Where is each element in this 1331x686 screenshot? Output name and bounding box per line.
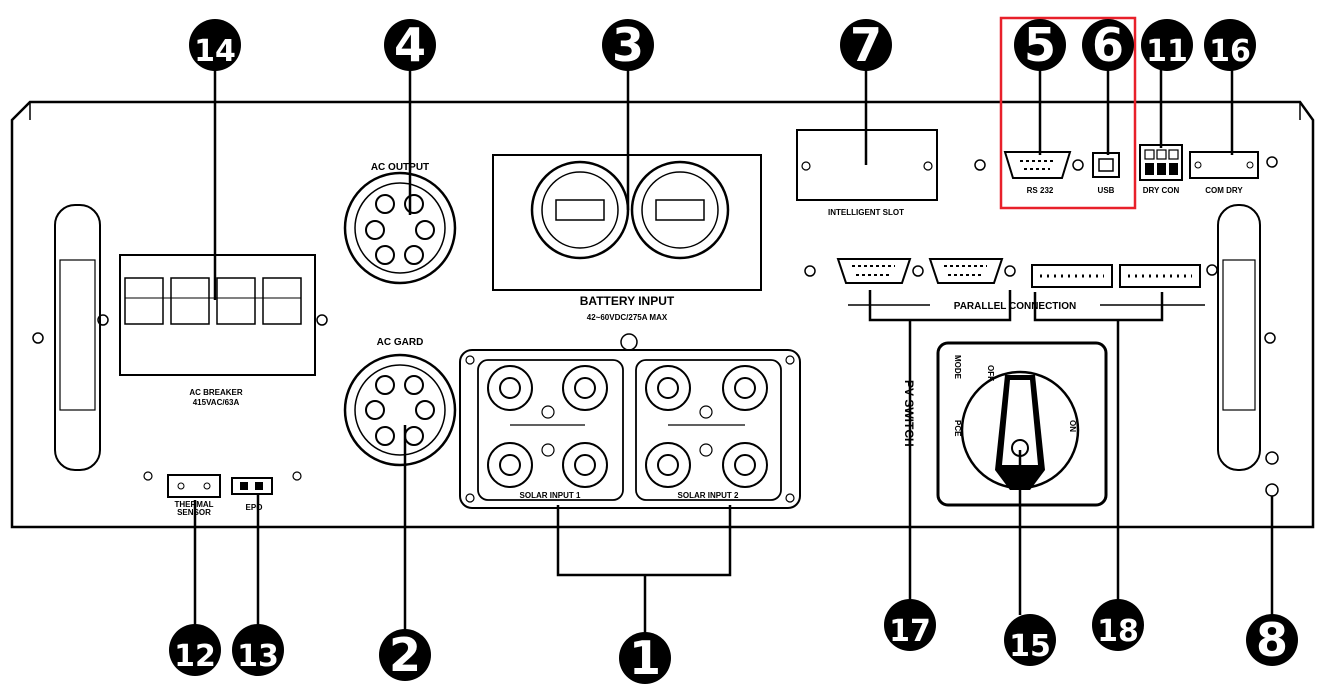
- dry-con-label: DRY CON: [1143, 186, 1180, 195]
- callout-2: 2: [379, 628, 431, 682]
- usb-port: USB: [1092, 152, 1120, 195]
- rs232-label: RS 232: [1027, 186, 1054, 195]
- callouts: 14 4 3 7 5 6 11 16 12 13 2 1 17 15 18 8: [169, 18, 1298, 685]
- callout-13: 13: [232, 624, 284, 676]
- ac-breaker-rating: 415VAC/63A: [193, 398, 240, 407]
- parallel-connection: PARALLEL CONNECTION: [804, 258, 1218, 312]
- callout-7: 7: [840, 18, 892, 72]
- epo-label: EPO: [246, 503, 263, 512]
- svg-text:3: 3: [612, 18, 644, 72]
- callout-17: 17: [884, 599, 936, 651]
- callout-8: 8: [1246, 613, 1298, 667]
- svg-text:6: 6: [1092, 18, 1124, 72]
- right-handle: [1217, 204, 1261, 471]
- com-dry-label: COM DRY: [1205, 186, 1243, 195]
- parallel-connection-label: PARALLEL CONNECTION: [954, 301, 1076, 312]
- ac-output-label: AC OUTPUT: [371, 162, 429, 173]
- callout-16: 16: [1204, 19, 1256, 71]
- ac-breaker-label: AC BREAKER: [189, 388, 243, 397]
- solar-input-block: SOLAR INPUT 1 SOLAR INPUT 2: [459, 333, 801, 509]
- callout-15: 15: [1004, 614, 1056, 666]
- pv-switch: PV SWITCH OFF ON PCE MODE: [902, 341, 1108, 507]
- callout-11: 11: [1141, 19, 1193, 71]
- highlight-box: [999, 16, 1137, 210]
- callout-12: 12: [169, 624, 221, 676]
- callout-5: 5: [1014, 18, 1066, 72]
- svg-text:7: 7: [850, 18, 882, 72]
- callout-1: 1: [619, 631, 671, 685]
- callout-4: 4: [384, 18, 436, 72]
- svg-text:18: 18: [1097, 614, 1139, 649]
- solar-input-2-label: SOLAR INPUT 2: [678, 491, 739, 500]
- com-dry-port: COM DRY: [1189, 151, 1278, 195]
- callout-14: 14: [189, 19, 241, 71]
- pce-label: PCE: [953, 420, 962, 437]
- svg-text:4: 4: [394, 18, 426, 72]
- callout-18: 18: [1092, 599, 1144, 651]
- svg-text:2: 2: [389, 628, 421, 682]
- ac-breaker: AC BREAKER 415VAC/63A: [97, 254, 328, 407]
- epo-port: EPO: [231, 471, 302, 512]
- usb-label: USB: [1098, 186, 1115, 195]
- svg-text:1: 1: [629, 631, 661, 685]
- solar-input-1-label: SOLAR INPUT 1: [520, 491, 581, 500]
- svg-text:16: 16: [1209, 34, 1251, 69]
- callout-3: 3: [602, 18, 654, 72]
- rs232-port: RS 232: [974, 151, 1084, 195]
- ac-grid-connector: AC GARD: [343, 337, 457, 467]
- callout-6: 6: [1082, 18, 1134, 72]
- svg-text:11: 11: [1146, 34, 1188, 69]
- intelligent-slot-label: INTELLIGENT SLOT: [828, 208, 904, 217]
- svg-text:5: 5: [1024, 18, 1056, 72]
- leader-lines: [193, 70, 1274, 635]
- mode-label: MODE: [953, 355, 962, 380]
- ac-grid-label: AC GARD: [377, 337, 424, 348]
- ac-output-connector: AC OUTPUT: [343, 162, 457, 285]
- svg-text:15: 15: [1009, 629, 1051, 664]
- svg-text:12: 12: [174, 639, 216, 674]
- svg-text:17: 17: [889, 614, 931, 649]
- battery-input-rating: 42~60VDC/275A MAX: [587, 313, 668, 322]
- battery-input-label: BATTERY INPUT: [580, 294, 675, 308]
- svg-text:13: 13: [237, 639, 279, 674]
- left-handle: [54, 204, 101, 471]
- svg-text:8: 8: [1256, 613, 1288, 667]
- off-label: OFF: [986, 365, 995, 381]
- on-label: ON: [1068, 420, 1077, 432]
- svg-text:14: 14: [194, 34, 236, 69]
